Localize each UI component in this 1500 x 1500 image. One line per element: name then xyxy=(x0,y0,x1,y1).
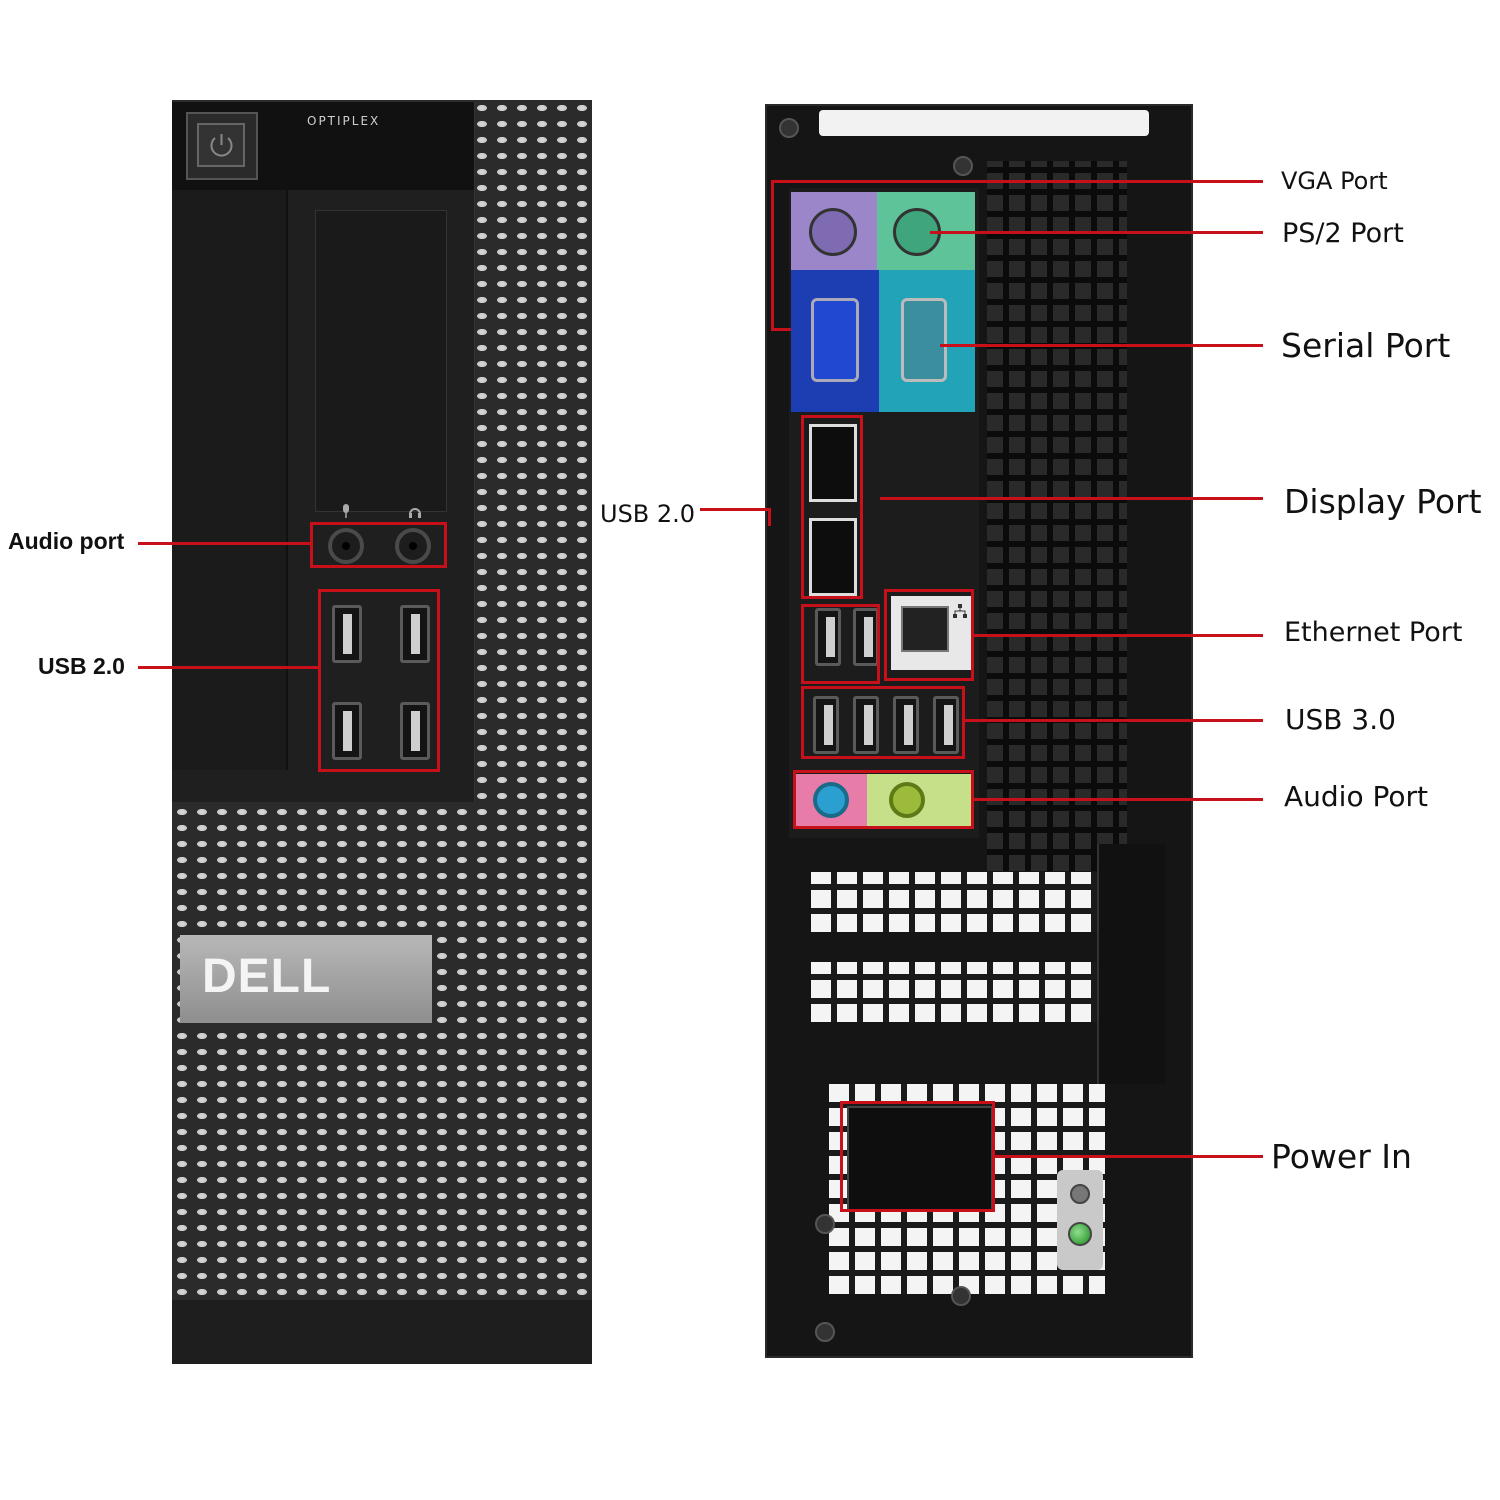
power-in-leader xyxy=(995,1155,1263,1158)
dell-logo: DELL xyxy=(202,950,332,1003)
ps2-leader xyxy=(930,231,1263,234)
rear-usb3-port-4[interactable] xyxy=(933,696,959,754)
expansion-slot-2 xyxy=(811,962,1121,1022)
top-handle-slot xyxy=(819,110,1149,136)
network-icon xyxy=(953,604,967,618)
usb3-label: USB 3.0 xyxy=(1285,703,1396,736)
vga-leader xyxy=(771,180,1263,183)
case-screw-3 xyxy=(815,1214,835,1234)
power-in-callout-box xyxy=(840,1101,995,1212)
serial-leader xyxy=(940,344,1263,347)
led-indicator-icon xyxy=(1068,1222,1092,1246)
case-screw-1 xyxy=(779,118,799,138)
optical-drive xyxy=(315,210,447,512)
ethernet-leader xyxy=(974,634,1263,637)
psu-test-panel xyxy=(1057,1170,1103,1270)
power-button-icon xyxy=(197,123,245,167)
serial-port[interactable] xyxy=(901,298,947,382)
front-usb-port-3[interactable] xyxy=(332,702,362,760)
back-tower xyxy=(765,104,1193,1358)
front-usb-port-1[interactable] xyxy=(332,605,362,663)
rear-usb3-port-2[interactable] xyxy=(853,696,879,754)
usb3-callout-box xyxy=(801,686,965,759)
microphone-icon xyxy=(343,504,349,518)
front-tower: OPTIPLEX DELL xyxy=(172,100,592,1364)
power-button[interactable] xyxy=(186,112,258,180)
usb3-leader xyxy=(965,719,1263,722)
display-port-leader xyxy=(880,497,1263,500)
rear-usb2-port-1[interactable] xyxy=(815,608,841,666)
rear-audio-out-area xyxy=(867,774,973,826)
rear-audio-in-area xyxy=(795,774,867,826)
psu-test-button[interactable] xyxy=(1070,1184,1090,1204)
front-usb-port-4[interactable] xyxy=(400,702,430,760)
serial-area xyxy=(879,270,975,412)
rear-usb2-label: USB 2.0 xyxy=(600,500,696,528)
ethernet-port[interactable] xyxy=(901,606,949,652)
rear-usb3-port-1[interactable] xyxy=(813,696,839,754)
ethernet-port-label: Ethernet Port xyxy=(1284,617,1463,648)
model-badge: OPTIPLEX xyxy=(307,114,381,128)
front-audio-label: Audio port xyxy=(8,528,125,554)
front-audio-callout-box xyxy=(310,522,447,568)
ps2-port-label: PS/2 Port xyxy=(1282,218,1404,249)
rear-audio-callout-box xyxy=(793,770,974,829)
vga-port-label: VGA Port xyxy=(1281,167,1388,195)
vga-leader-stub xyxy=(771,328,791,331)
rear-audio-in-jack[interactable] xyxy=(813,782,849,818)
front-mic-jack[interactable] xyxy=(328,528,364,564)
expansion-bracket xyxy=(1097,844,1165,1084)
left-panel xyxy=(172,190,288,770)
front-audio-leader xyxy=(138,542,310,545)
rear-usb2-leader xyxy=(700,508,770,511)
rear-audio-out-jack[interactable] xyxy=(889,782,925,818)
serial-port-label: Serial Port xyxy=(1281,326,1451,365)
front-usb-leader xyxy=(138,666,318,669)
expansion-slot-1 xyxy=(811,872,1121,932)
front-usb-port-2[interactable] xyxy=(400,605,430,663)
rear-usb3-port-3[interactable] xyxy=(893,696,919,754)
power-inlet[interactable] xyxy=(847,1106,993,1212)
headphone-icon xyxy=(409,508,421,518)
rear-audio-leader xyxy=(974,798,1263,801)
display-port-callout-box xyxy=(801,415,863,599)
ethernet-area xyxy=(891,596,971,670)
power-in-label: Power In xyxy=(1271,1137,1412,1176)
front-usb-callout-box xyxy=(318,589,440,772)
case-screw-5 xyxy=(815,1322,835,1342)
front-headphone-jack[interactable] xyxy=(395,528,431,564)
vga-port[interactable] xyxy=(811,298,859,382)
rear-vent xyxy=(987,161,1127,871)
dell-logo-plate: DELL xyxy=(180,935,432,1023)
display-port-1[interactable] xyxy=(809,424,857,502)
display-port-2[interactable] xyxy=(809,518,857,596)
rear-audio-port-label: Audio Port xyxy=(1284,780,1428,813)
display-port-label: Display Port xyxy=(1284,482,1482,521)
front-usb-label: USB 2.0 xyxy=(38,653,125,679)
rear-usb2-leader-vertical xyxy=(768,508,771,526)
vga-leader-vertical xyxy=(771,180,774,330)
ethernet-callout-box xyxy=(884,589,974,681)
ps2-keyboard-area xyxy=(791,192,877,270)
case-screw-2 xyxy=(953,156,973,176)
rear-usb2-callout-box xyxy=(801,604,880,684)
vga-area xyxy=(791,270,879,412)
front-base xyxy=(172,1300,592,1364)
ps2-keyboard-port[interactable] xyxy=(809,208,857,256)
case-screw-4 xyxy=(951,1286,971,1306)
